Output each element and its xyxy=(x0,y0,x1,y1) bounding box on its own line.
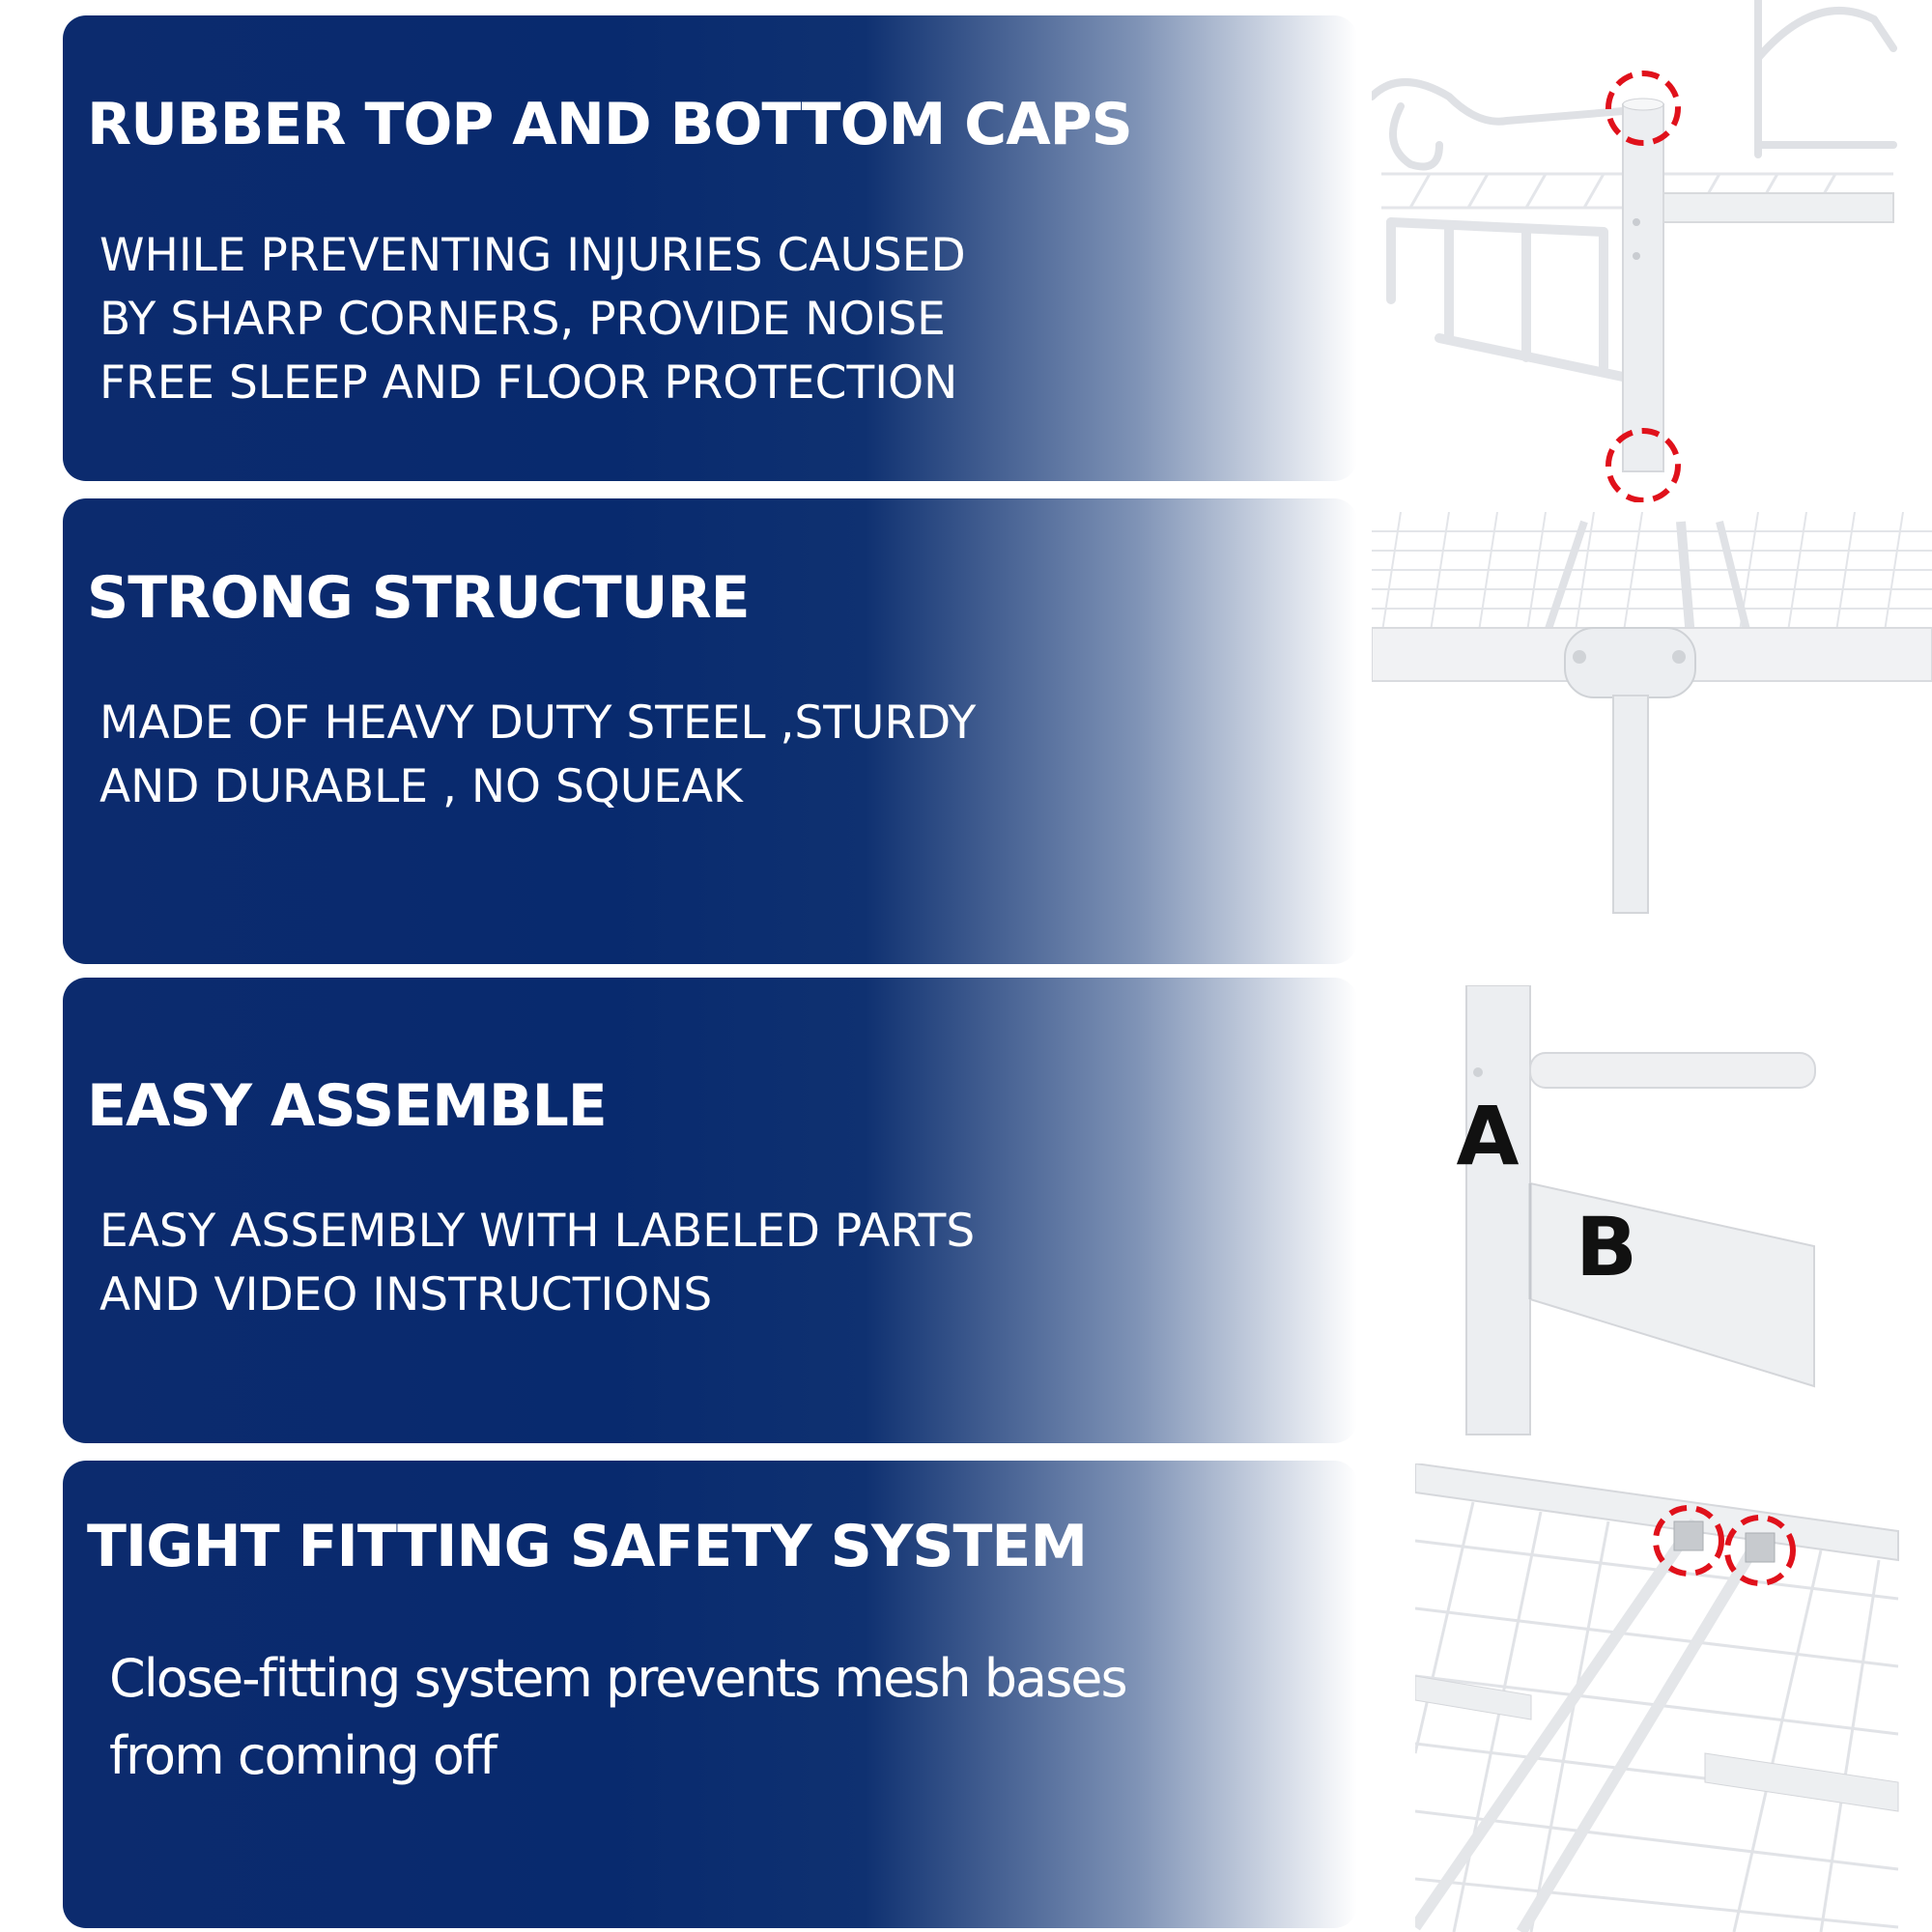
feature-description: WHILE PREVENTING INJURIES CAUSED BY SHAR… xyxy=(99,229,966,410)
part-label-b: B xyxy=(1576,1200,1637,1294)
feature-title: EASY ASSEMBLE xyxy=(87,1072,608,1140)
feature-panel-tight-fitting: TIGHT FITTING SAFETY SYSTEM Close-fittin… xyxy=(63,1461,1357,1928)
part-label-a: A xyxy=(1456,1089,1519,1183)
feature-title: TIGHT FITTING SAFETY SYSTEM xyxy=(87,1513,1088,1580)
mesh-base-fitting-photo xyxy=(1415,1463,1903,1932)
feature-description: MADE OF HEAVY DUTY STEEL ,STURDY AND DUR… xyxy=(99,696,977,813)
labeled-parts-photo: A B xyxy=(1449,985,1826,1439)
bed-corner-caps-photo xyxy=(1372,0,1913,502)
feature-title: RUBBER TOP AND BOTTOM CAPS xyxy=(87,91,1133,158)
feature-panel-strong-structure: STRONG STRUCTURE MADE OF HEAVY DUTY STEE… xyxy=(63,498,1357,964)
feature-panel-rubber-caps: RUBBER TOP AND BOTTOM CAPS WHILE PREVENT… xyxy=(63,15,1357,481)
feature-description: EASY ASSEMBLY WITH LABELED PARTS AND VID… xyxy=(99,1205,976,1321)
feature-panel-easy-assemble: EASY ASSEMBLE EASY ASSEMBLY WITH LABELED… xyxy=(63,978,1357,1443)
feature-description: Close-fitting system prevents mesh bases… xyxy=(109,1648,1128,1786)
bed-center-support-photo xyxy=(1372,512,1932,927)
feature-title: STRONG STRUCTURE xyxy=(87,564,751,632)
